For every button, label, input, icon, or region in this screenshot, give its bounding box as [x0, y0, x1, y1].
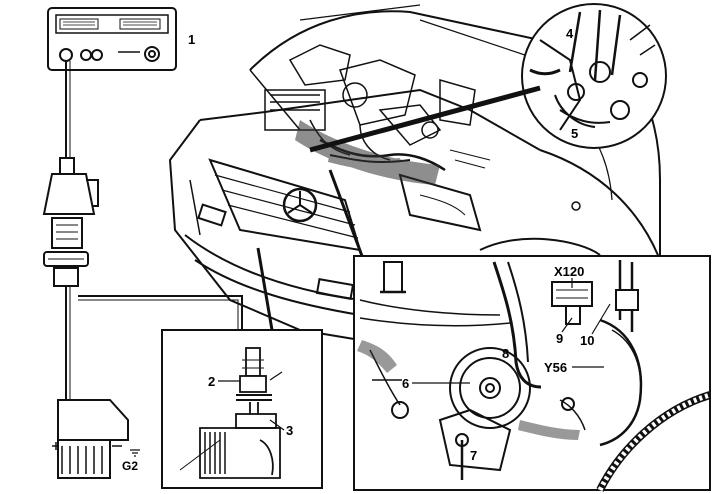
- label-horn-bolt: 6: [402, 376, 409, 391]
- label-hose: 8: [502, 346, 509, 361]
- sensor-cable: [65, 286, 243, 400]
- battery: [52, 399, 129, 479]
- leader-pump-sensor: [269, 419, 285, 431]
- ground-symbol: [130, 449, 140, 457]
- inset-horn-shading: [357, 340, 580, 440]
- label-detail-bottom: 5: [571, 126, 578, 141]
- inset-horn-content: [359, 260, 712, 492]
- label-tester: 1: [188, 32, 195, 47]
- label-pump-sensor: 3: [286, 423, 293, 438]
- detail-circle-content: [529, 9, 656, 131]
- label-detail-top: 4: [566, 26, 574, 41]
- tester-unit: [47, 7, 177, 71]
- cable-adapter: [42, 157, 99, 287]
- label-connector: 2: [208, 374, 215, 389]
- inset-horn: [353, 255, 711, 491]
- label-ground: G2: [122, 459, 138, 473]
- test-cable: [65, 61, 71, 160]
- label-valve-code: Y56: [544, 360, 567, 375]
- label-bracket-bolt: 7: [470, 448, 477, 463]
- label-plug-a: 9: [556, 331, 563, 346]
- engine-bay-shading: [295, 120, 440, 185]
- inset-pump: [161, 329, 323, 489]
- inset-pump-content: [179, 347, 283, 479]
- detail-pointer: [309, 85, 541, 153]
- inset-pointers: [256, 169, 364, 331]
- label-plug-b: 10: [580, 333, 594, 348]
- label-plug-code: X120: [554, 264, 584, 279]
- leader-plug-b: [591, 303, 611, 335]
- leader-plug-a: [561, 317, 573, 333]
